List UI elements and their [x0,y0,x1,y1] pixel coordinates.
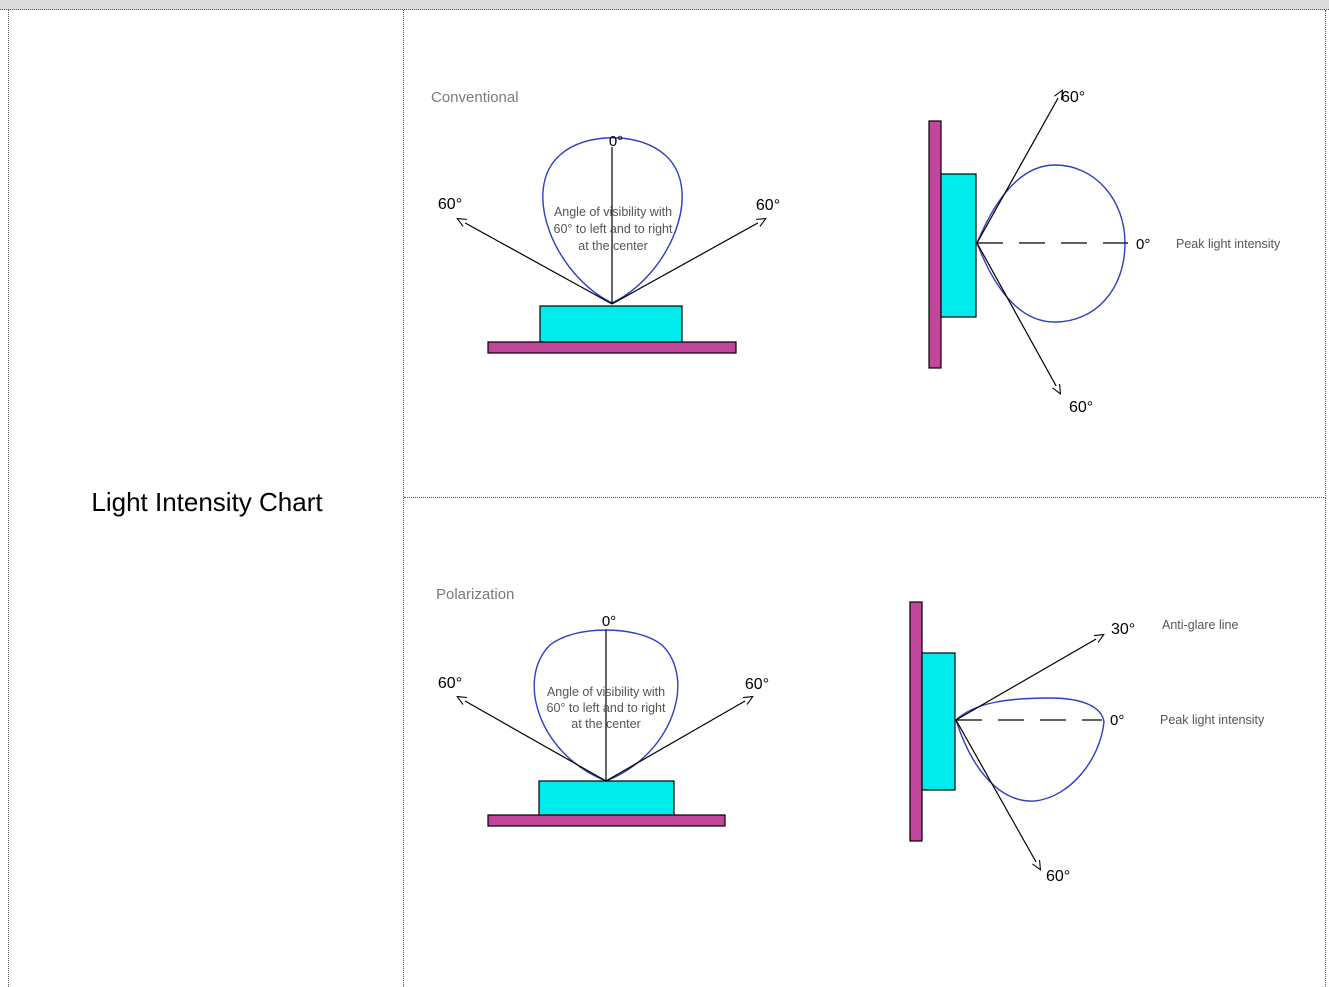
polarization-front-led-chip [538,780,675,816]
top-border-strip [0,0,1329,10]
conventional-front-note-line-3: at the center [578,239,648,253]
conventional-side-up-arrow [976,91,1062,244]
label-cell: Light Intensity Chart [8,10,404,987]
polarization-side-lobe [955,697,1105,802]
polarization-front-left-angle: 60° [438,675,462,692]
conventional-side-down-angle: 60° [1069,399,1093,416]
polarization-side-down-arrow [955,719,1040,869]
conventional-side-led-chip [940,173,977,318]
conventional-front-top-angle: 0° [609,133,623,150]
polarization-side-led-chip [921,652,956,791]
conventional-front-base-plate [487,341,737,354]
conventional-front-lobe [542,137,683,304]
conventional-front-view: 0° 60° 60° Angle of visibility with 60° … [438,133,780,354]
conventional-front-led-chip [539,305,683,343]
polarization-front-note-line-1: Angle of visibility with [547,685,665,699]
polarization-front-base-plate [487,814,726,827]
polarization-side-up-arrow [955,635,1103,721]
conventional-caption: Conventional [431,89,519,106]
conventional-side-base-plate [928,120,942,369]
conventional-front-right-angle: 60° [756,197,780,214]
polarization-side-up-label: Anti-glare line [1162,618,1238,632]
polarization-front-view: 0° 60° 60° Angle of visibility with 60° … [438,613,769,827]
polarization-side-axis-angle: 0° [1110,712,1124,729]
polarization-side-view: 30° Anti-glare line 60° 0° Peak light in… [909,601,1265,885]
polarization-front-right-arrow [605,697,752,782]
conventional-side-view: 60° 60° 0° Peak light intensity [928,89,1281,416]
conventional-side-axis-label: Peak light intensity [1176,237,1281,251]
polarization-cell [404,498,1326,987]
polarization-side-axis-label: Peak light intensity [1160,713,1265,727]
spec-table: Light Intensity Chart [0,10,1329,987]
conventional-front-note-line-1: Angle of visibility with [554,205,672,219]
conventional-side-axis-angle: 0° [1136,236,1150,253]
conventional-front-right-arrow [611,219,765,305]
conventional-side-up-angle: 60° [1061,89,1085,106]
polarization-front-top-angle: 0° [602,613,616,630]
polarization-front-note-line-3: at the center [571,717,641,731]
conventional-front-left-arrow [458,219,613,305]
polarization-side-base-plate [909,601,923,842]
polarization-front-left-arrow [458,697,607,782]
conventional-front-left-angle: 60° [438,196,462,213]
polarization-front-note-line-2: 60° to left and to right [547,701,666,715]
conventional-side-down-arrow [976,242,1060,393]
polarization-side-up-angle: 30° [1111,621,1135,638]
polarization-side-down-angle: 60° [1046,868,1070,885]
polarization-front-right-angle: 60° [745,676,769,693]
conventional-front-note-line-2: 60° to left and to right [554,222,673,236]
polarization-caption: Polarization [436,586,514,603]
conventional-cell [404,10,1326,498]
row-label: Light Intensity Chart [91,487,323,517]
